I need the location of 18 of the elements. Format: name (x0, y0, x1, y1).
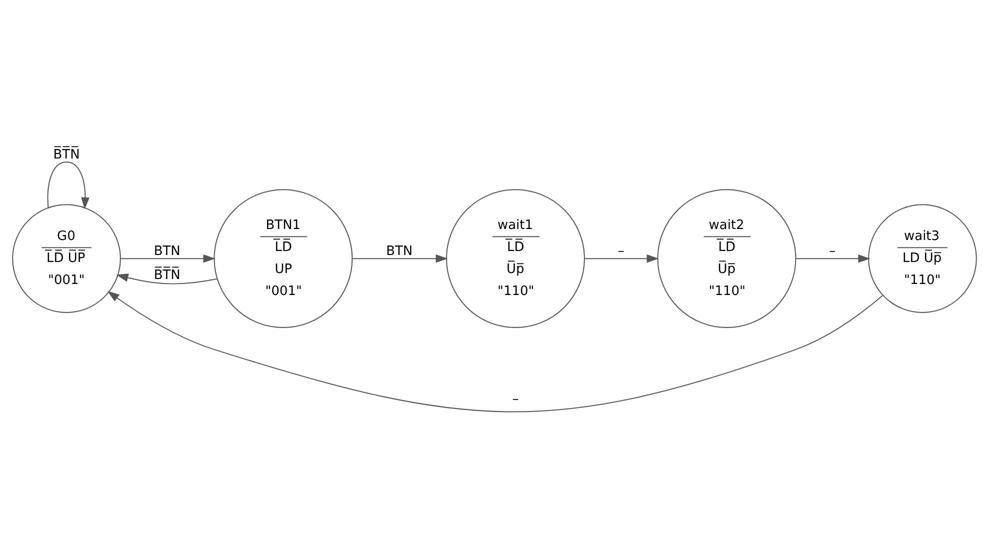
node-circle: wait2 L̅D̅ U̅p̅ "110" (657, 189, 796, 328)
edge-label: BTN (386, 244, 413, 259)
arrow (796, 254, 870, 263)
node-circle: BTN1 L̅D̅ UP "001" (214, 189, 353, 328)
edge-label: – (829, 244, 836, 259)
node-circle: wait1 L̅D̅ U̅p̅ "110" (446, 189, 585, 328)
arrow (352, 254, 448, 263)
edge-label: – (618, 244, 624, 259)
edge-label: – (512, 392, 519, 407)
arrow (120, 254, 216, 263)
edge-label: B̅T̅N̅ (53, 147, 80, 162)
node-circle: wait3 LD U̅p̅ "110" (868, 204, 977, 313)
edge-label: B̅T̅N̅ (154, 268, 180, 283)
arrow (47, 161, 90, 210)
arrow (107, 290, 884, 412)
arrow (584, 254, 659, 263)
arrow (116, 274, 218, 284)
edge-label: BTN (154, 244, 180, 259)
